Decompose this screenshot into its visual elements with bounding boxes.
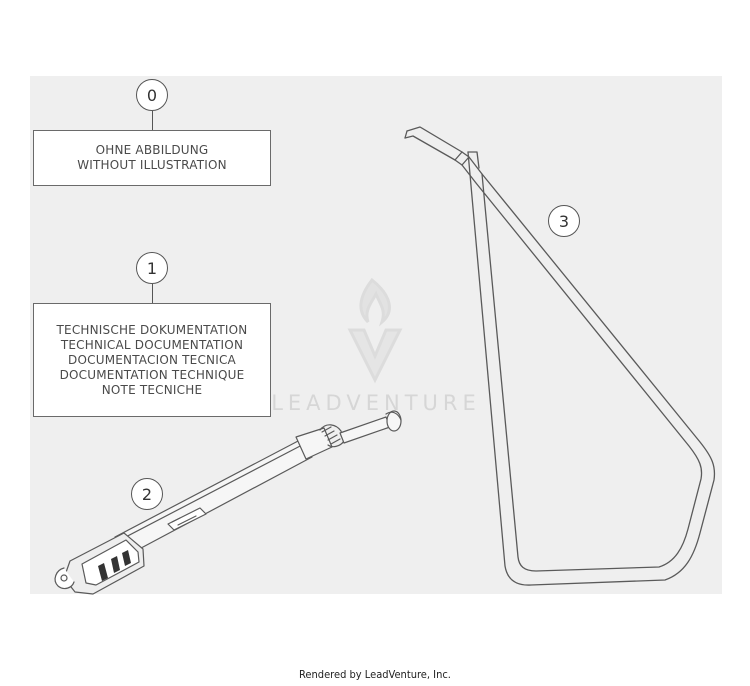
label-box-without-illustration: OHNE ABBILDUNG WITHOUT ILLUSTRATION	[33, 130, 271, 186]
callout-1[interactable]: 1	[136, 252, 168, 284]
box1-line: TECHNISCHE DOKUMENTATION	[56, 322, 248, 337]
box1-line: DOCUMENTATION TECHNIQUE	[59, 367, 245, 382]
box1-line: DOCUMENTACION TECNICA	[68, 352, 236, 367]
label-box-technical-documentation: TECHNISCHE DOKUMENTATION TECHNICAL DOCUM…	[33, 303, 271, 417]
callout-3[interactable]: 3	[548, 205, 580, 237]
box0-line: OHNE ABBILDUNG	[95, 143, 209, 157]
pump-part-2[interactable]	[54, 410, 402, 595]
callout-leader-1	[152, 284, 153, 303]
callout-leader-0	[152, 111, 153, 130]
callout-0[interactable]: 0	[136, 79, 168, 111]
footer-credit: Rendered by LeadVenture, Inc.	[299, 668, 451, 681]
box0-line: WITHOUT ILLUSTRATION	[77, 158, 227, 172]
box1-line: TECHNICAL DOCUMENTATION	[60, 337, 244, 352]
callout-2[interactable]: 2	[131, 478, 163, 510]
stand-part-3[interactable]	[404, 126, 716, 586]
box1-line: NOTE TECNICHE	[101, 382, 203, 397]
